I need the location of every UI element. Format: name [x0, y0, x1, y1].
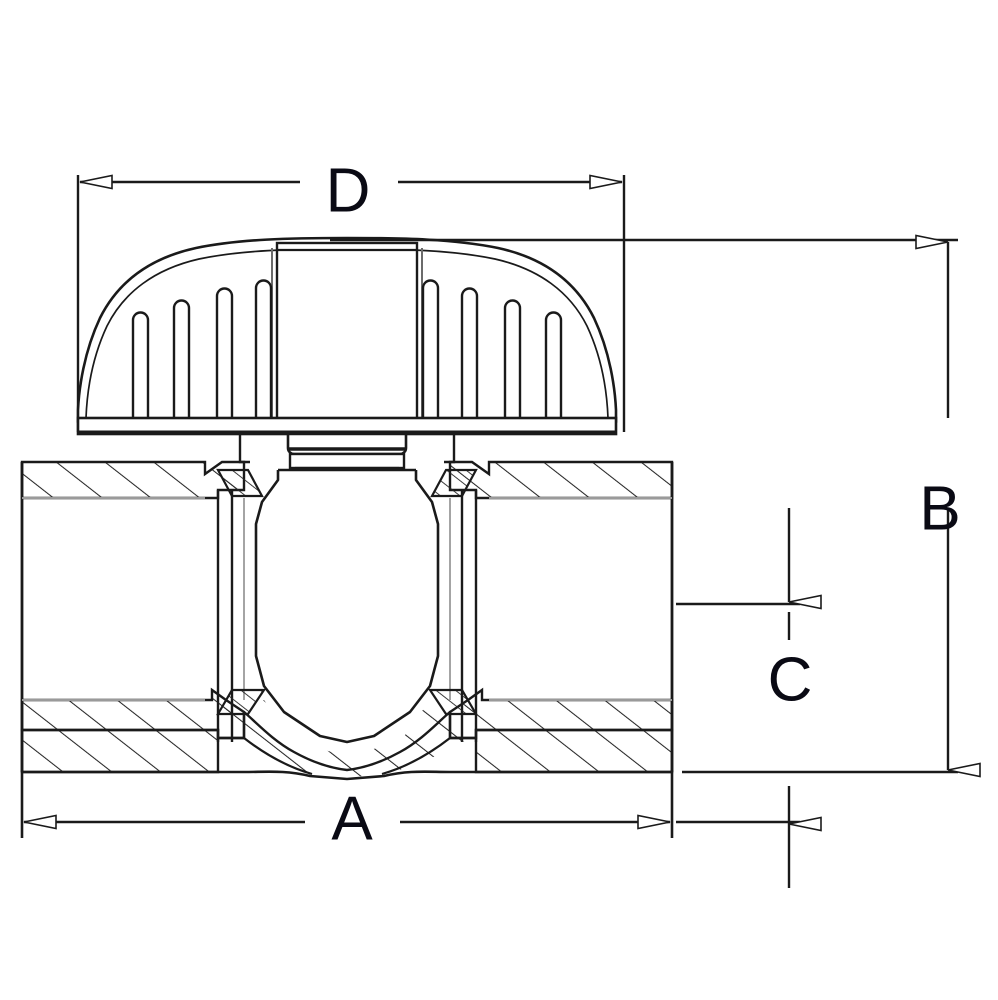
dimension-label-D: D: [326, 156, 371, 225]
handle-ribs-left: [131, 279, 273, 418]
ball-element-outline: [254, 470, 440, 744]
body-bottom-inner-curve: [218, 710, 476, 772]
dimension-C: C: [676, 508, 822, 888]
handle-rib-right-1: [421, 279, 440, 418]
dimension-label-C: C: [768, 645, 813, 714]
skirt-curve-left: [243, 737, 313, 776]
dimension-D: D: [76, 156, 626, 432]
valve-body: [20, 460, 674, 781]
stem-collar-band: [288, 452, 406, 470]
handle-rib-left-2: [172, 299, 191, 418]
right-socket-top-hatch-fill: [450, 462, 672, 498]
handle-rib-left-4: [254, 279, 273, 418]
dimension-A: A: [20, 770, 674, 853]
right-socket-bottom-hatch-fill: [450, 690, 672, 738]
handle-rib-right-4: [544, 311, 563, 418]
left-socket-top-hatch-fill: [22, 462, 244, 498]
seat-seal-bottom-right: [427, 688, 478, 716]
seat-seals: [216, 468, 478, 716]
body-bottom-outer-curve: [22, 770, 672, 781]
left-socket-bottom-hatch-fill: [22, 690, 244, 738]
stem-collar-upper: [286, 432, 408, 456]
handle-ribs-right: [421, 279, 563, 418]
handle-rib-right-3: [503, 299, 522, 418]
right-bottom-wall-hatch: [476, 730, 672, 772]
left-bottom-wall-outline: [20, 728, 220, 774]
dimension-label-A: A: [331, 784, 373, 853]
right-bottom-wall-outline: [474, 728, 674, 774]
seat-seal-top-right: [430, 468, 478, 498]
dimension-B: B: [330, 234, 981, 778]
ball-chamber-fill: [255, 470, 439, 746]
handle-rib-left-1: [131, 311, 150, 418]
handle-rib-left-3: [215, 287, 234, 418]
dimension-label-B: B: [919, 474, 960, 543]
body-skirt-hatch-fill: [218, 700, 476, 778]
handle-rib-right-2: [460, 287, 479, 418]
left-bottom-wall-hatch: [22, 730, 218, 772]
handle-center-boss: [275, 241, 419, 421]
seat-seal-top-left: [216, 468, 264, 498]
skirt-curve-right: [381, 737, 451, 776]
lever-handle: [76, 236, 618, 436]
seat-seal-bottom-left: [216, 688, 267, 716]
